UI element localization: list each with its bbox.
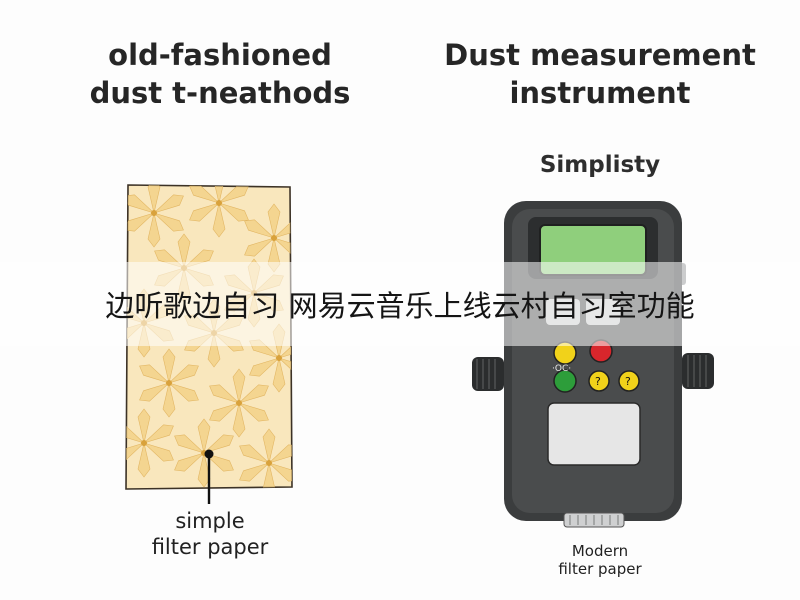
yellow-button-2: [588, 370, 610, 392]
sensor-window: [547, 402, 641, 466]
right-panel-caption: Modern filter paper: [558, 542, 642, 578]
button-label-1: ·OC·: [552, 364, 571, 374]
caption-pointer: [203, 448, 215, 508]
left-panel-title: old-fashioned dust t-neathods: [89, 38, 351, 110]
right-panel-title: Dust measurement instrument: [444, 38, 756, 110]
button-label-2: ?: [595, 375, 601, 388]
overlay-banner: 边听歌边自习 网易云音乐上线云村自习室功能: [0, 262, 800, 346]
banner-text: 边听歌边自习 网易云音乐上线云村自习室功能: [105, 289, 695, 323]
right-panel-subtitle: Simplisty: [539, 152, 661, 178]
yellow-button-3: [618, 370, 640, 392]
left-panel-caption: simple filter paper: [151, 509, 269, 559]
dust-meter-illustration: ·OC· ? ?: [468, 195, 718, 540]
button-label-3: ?: [625, 375, 631, 388]
left-knob: [472, 357, 504, 391]
green-button: [553, 369, 577, 393]
right-knob: [682, 353, 714, 389]
